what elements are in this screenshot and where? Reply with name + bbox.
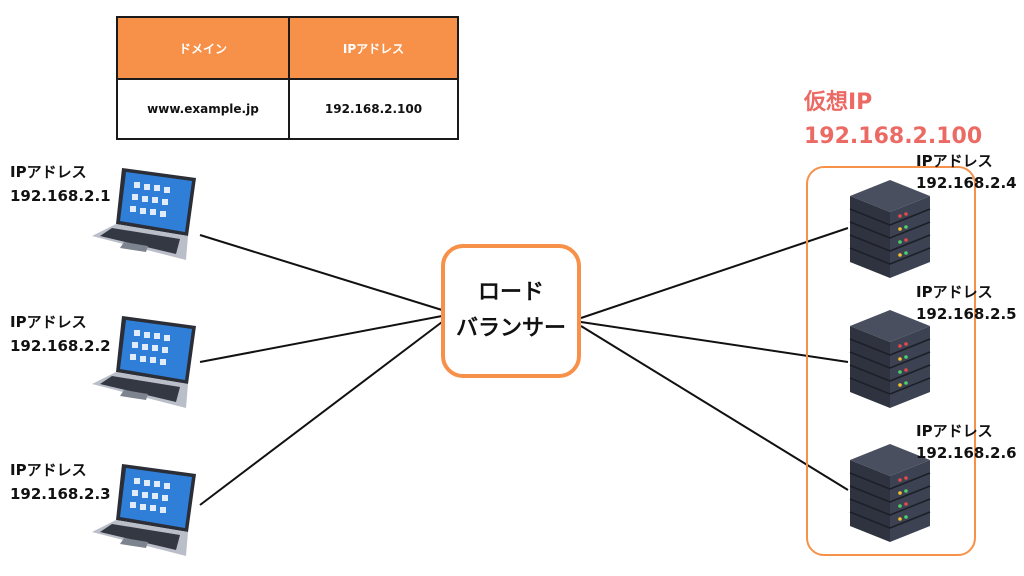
server-label-3: IPアドレス 192.168.2.6 bbox=[916, 420, 1017, 464]
link-client-3 bbox=[199, 321, 443, 506]
virtual-ip-label: 仮想IP 192.168.2.100 bbox=[804, 86, 982, 154]
link-server-3 bbox=[580, 325, 849, 491]
laptop-icon bbox=[92, 464, 196, 556]
client-label-2: IPアドレス 192.168.2.2 bbox=[10, 310, 130, 358]
table-cell-domain: www.example.jp bbox=[118, 80, 290, 138]
virtual-ip-value: 192.168.2.100 bbox=[804, 124, 983, 149]
server-ip-value: 192.168.2.5 bbox=[916, 305, 1017, 323]
link-client-1 bbox=[199, 234, 443, 311]
load-balancer-label-line2: バランサー bbox=[455, 316, 566, 341]
server-label-2: IPアドレス 192.168.2.5 bbox=[916, 281, 1017, 325]
client-ip-label: IPアドレス bbox=[10, 461, 87, 479]
server-group-frame bbox=[806, 166, 976, 556]
client-ip-label: IPアドレス bbox=[10, 313, 87, 331]
client-ip-value: 192.168.2.1 bbox=[10, 187, 111, 205]
table-cell-ip: 192.168.2.100 bbox=[290, 80, 457, 138]
server-ip-value: 192.168.2.4 bbox=[916, 174, 1017, 192]
laptop-icon bbox=[92, 168, 196, 260]
server-label-1: IPアドレス 192.168.2.4 bbox=[916, 150, 1017, 194]
load-balancer-label-line1: ロード bbox=[477, 280, 544, 305]
server-rack-icon bbox=[849, 310, 931, 408]
client-ip-label: IPアドレス bbox=[10, 163, 87, 181]
client-ip-value: 192.168.2.2 bbox=[10, 337, 111, 355]
server-ip-label: IPアドレス bbox=[916, 152, 993, 170]
link-server-1 bbox=[580, 227, 849, 319]
link-server-2 bbox=[580, 321, 849, 363]
server-ip-label: IPアドレス bbox=[916, 283, 993, 301]
load-balancer-node: ロード バランサー bbox=[441, 244, 581, 378]
laptop-icon bbox=[92, 316, 196, 408]
server-ip-value: 192.168.2.6 bbox=[916, 444, 1017, 462]
client-ip-value: 192.168.2.3 bbox=[10, 485, 111, 503]
server-rack-icon bbox=[849, 444, 931, 542]
server-ip-label: IPアドレス bbox=[916, 422, 993, 440]
client-label-1: IPアドレス 192.168.2.1 bbox=[10, 160, 130, 208]
link-client-2 bbox=[199, 315, 443, 363]
server-rack-icon bbox=[849, 180, 931, 278]
virtual-ip-title: 仮想IP bbox=[804, 90, 873, 115]
dns-record-table: ドメイン IPアドレス www.example.jp 192.168.2.100 bbox=[116, 16, 459, 140]
table-header-domain: ドメイン bbox=[118, 18, 290, 80]
table-header-ip: IPアドレス bbox=[290, 18, 457, 80]
client-label-3: IPアドレス 192.168.2.3 bbox=[10, 458, 130, 506]
